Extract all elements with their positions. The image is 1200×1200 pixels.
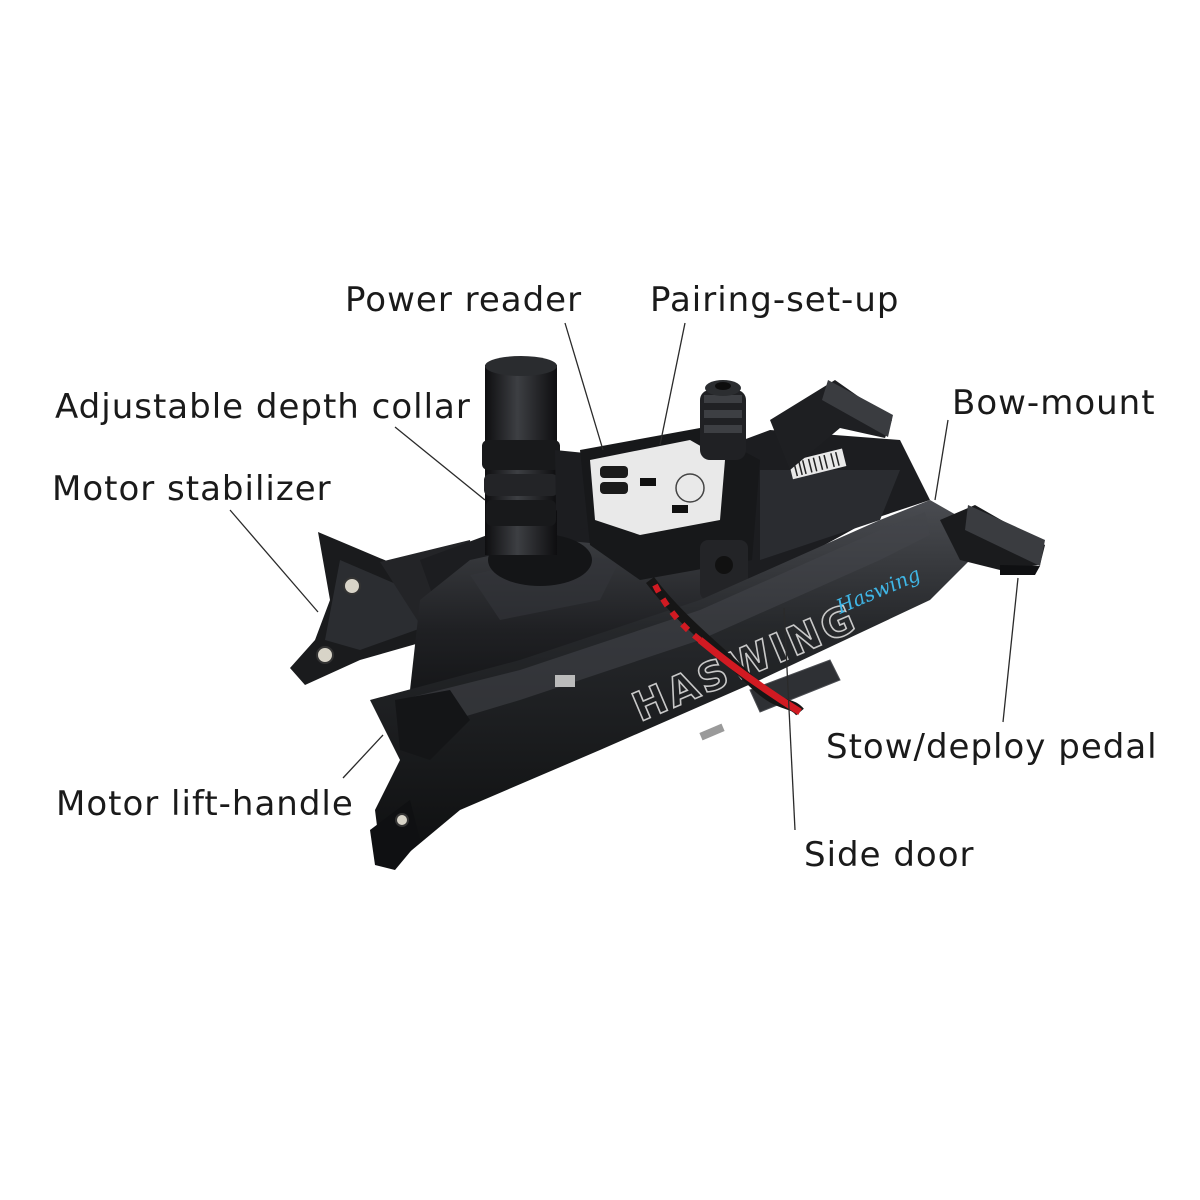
leader-lines [229,322,1019,831]
leader-motor-stabilizer [229,509,319,613]
pairing-button [640,478,688,513]
leader-pairing-setup [659,322,686,446]
leader-stow-deploy-pedal [1002,577,1019,723]
stow-pedal-rear [770,380,893,470]
power-connector [700,380,746,460]
stow-deploy-pedal [940,505,1045,575]
label-side-door: Side door [804,835,975,875]
leader-motor-lift-handle [342,734,384,779]
leader-depth-collar [394,426,486,501]
motor-lift-handle [395,675,575,760]
label-pairing-setup: Pairing-set-up [650,280,900,320]
label-stow-deploy-pedal: Stow/deploy pedal [826,727,1158,767]
leader-power-reader [564,322,604,451]
leader-side-door [783,607,796,831]
label-depth-collar: Adjustable depth collar [55,387,471,427]
leader-bow-mount [934,419,949,501]
label-power-reader: Power reader [345,280,583,320]
label-bow-mount: Bow-mount [952,383,1156,423]
power-reader-indicator [600,466,628,494]
label-motor-stabilizer: Motor stabilizer [52,469,332,509]
label-motor-lift-handle: Motor lift-handle [56,784,354,824]
